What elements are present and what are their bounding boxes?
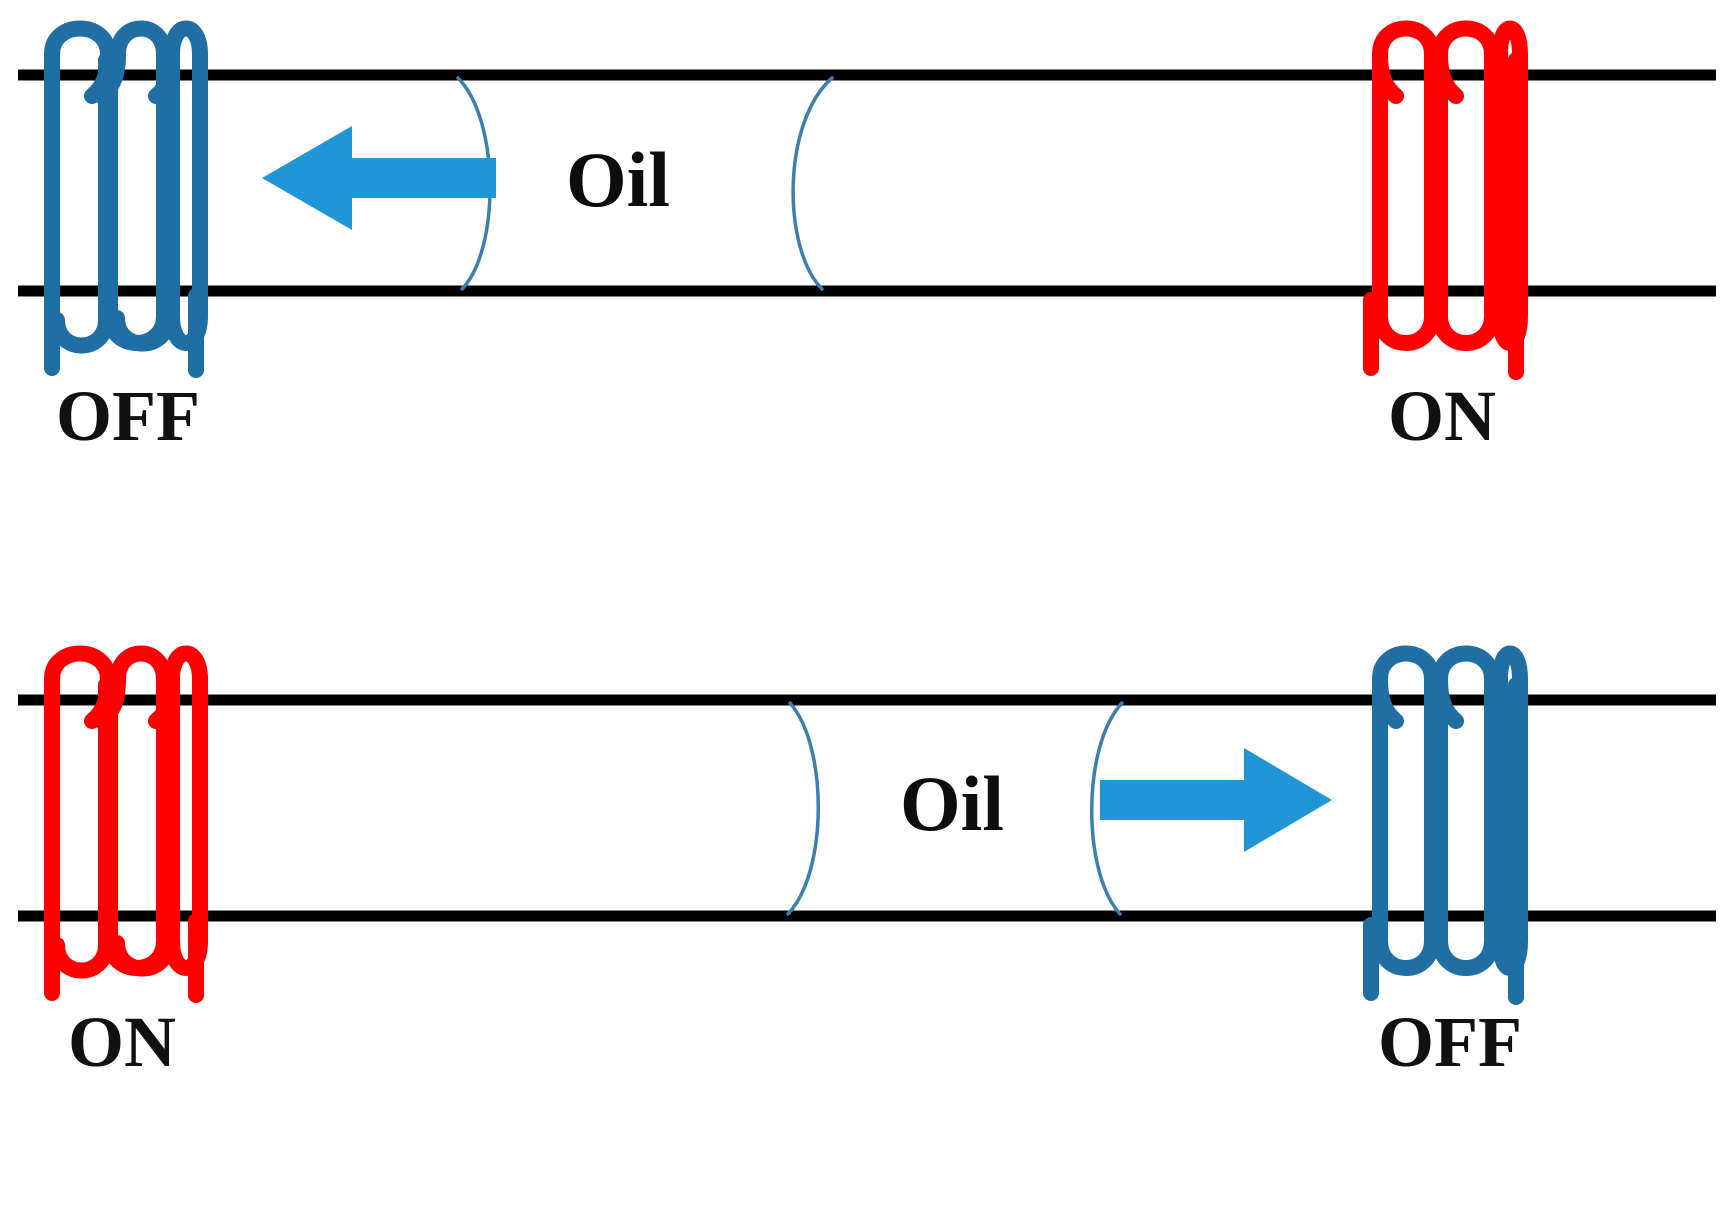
coil-left: [44, 20, 208, 378]
state-label-left: OFF: [56, 376, 200, 456]
oil-label: Oil: [566, 136, 670, 223]
coil-right: [1363, 20, 1528, 380]
state-label-right: OFF: [1378, 1002, 1522, 1082]
coil-right: [1363, 645, 1528, 1005]
flow-arrow-right: [1100, 748, 1332, 852]
meniscus-right: [1090, 701, 1124, 916]
oil-label: Oil: [900, 760, 1004, 847]
flow-arrow-left: [262, 126, 496, 230]
coil-left: [44, 645, 208, 1003]
state-label-left: ON: [68, 1002, 176, 1082]
meniscus-right: [791, 76, 834, 291]
meniscus-left: [786, 701, 820, 916]
state-label-right: ON: [1388, 376, 1496, 456]
panel-top: Oil OFF ON: [18, 20, 1716, 456]
panel-bottom: Oil ON OFF: [18, 645, 1716, 1082]
